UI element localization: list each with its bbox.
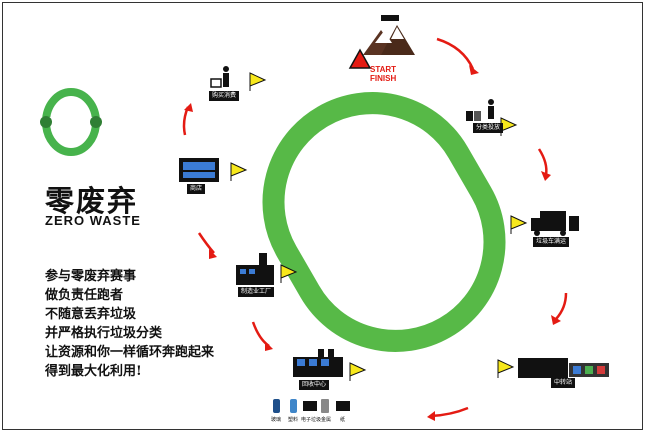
- glass-bottle-icon: [273, 399, 280, 413]
- sorting-person-icon: [466, 99, 494, 121]
- flag-icon: [497, 359, 515, 378]
- recyclable-label: 电子垃圾: [301, 417, 322, 423]
- slogan-line: 并严格执行垃圾分类: [45, 326, 163, 341]
- metal-can-icon: [321, 399, 329, 413]
- poster-frame: 零废弃 ZERO WASTE 参与零废弃赛事 做负责任跑者 不随意丢弃垃圾 并严…: [2, 2, 643, 430]
- store-icon: [179, 158, 219, 182]
- arrow-6: [197, 232, 215, 254]
- arrow-heads: [184, 65, 561, 421]
- start-finish-label: START FINISH: [370, 65, 396, 83]
- recycle-center-icon: [293, 349, 343, 377]
- flag-icon: [500, 117, 518, 136]
- running-track: [262, 92, 506, 352]
- zero-waste-logo-icon: [39, 88, 103, 156]
- arrow-2: [537, 148, 548, 176]
- arrow-4: [430, 406, 469, 418]
- arrow-3: [555, 292, 568, 320]
- station-label-transfer: 中转站: [551, 378, 576, 388]
- electronics-icon: [303, 401, 317, 411]
- start-text: START: [370, 65, 397, 74]
- logo-title: 零废弃: [45, 184, 139, 218]
- station-label-truck: 垃圾车满运: [533, 237, 570, 247]
- transfer-station-icon: [518, 358, 609, 378]
- garbage-truck-icon: [531, 211, 579, 236]
- station-label-shopping: 购买消费: [209, 91, 240, 101]
- station-icons: [179, 66, 609, 378]
- slogan-block: 参与零废弃赛事 做负责任跑者 不随意丢弃垃圾 并严格执行垃圾分类 让资源和你一样…: [45, 267, 214, 381]
- recyclable-label: 塑料: [288, 417, 299, 423]
- arrow-1: [436, 37, 475, 70]
- paper-icon: [336, 401, 350, 411]
- slogan-line: 得到最大化利用!: [45, 364, 142, 379]
- recyclable-label: 金属: [321, 417, 332, 423]
- arrow-5: [251, 321, 270, 348]
- slogan-line: 做负责任跑者: [45, 288, 124, 303]
- start-finish-mountain-icon: [348, 15, 415, 69]
- arrow-7: [182, 106, 190, 136]
- finish-text: FINISH: [370, 74, 397, 83]
- slogan-line: 让资源和你一样循环奔跑起来: [45, 345, 215, 360]
- plastic-bottle-icon: [290, 399, 297, 413]
- logo-subtitle: ZERO WASTE: [45, 213, 141, 228]
- recyclable-icons: [273, 399, 350, 413]
- flag-icon: [230, 162, 248, 181]
- flags: [230, 72, 528, 381]
- recyclable-label: 玻璃: [271, 417, 282, 423]
- factory-icon: [236, 253, 274, 285]
- flag-icon: [349, 362, 367, 381]
- diagram-canvas: [39, 15, 609, 421]
- station-label-store: 商店: [187, 184, 206, 194]
- flag-icon: [510, 215, 528, 234]
- slogan-line: 不随意丢弃垃圾: [45, 307, 137, 322]
- station-label-factory: 制造业工厂: [238, 287, 275, 297]
- station-label-sorting: 分类投放: [473, 123, 504, 133]
- flag-icon: [280, 264, 298, 283]
- recyclable-label: 纸: [340, 417, 346, 423]
- flag-icon: [249, 72, 267, 91]
- slogan-line: 参与零废弃赛事: [45, 269, 137, 284]
- shopper-icon: [210, 66, 229, 88]
- station-label-recycle-center: 回收中心: [299, 380, 330, 390]
